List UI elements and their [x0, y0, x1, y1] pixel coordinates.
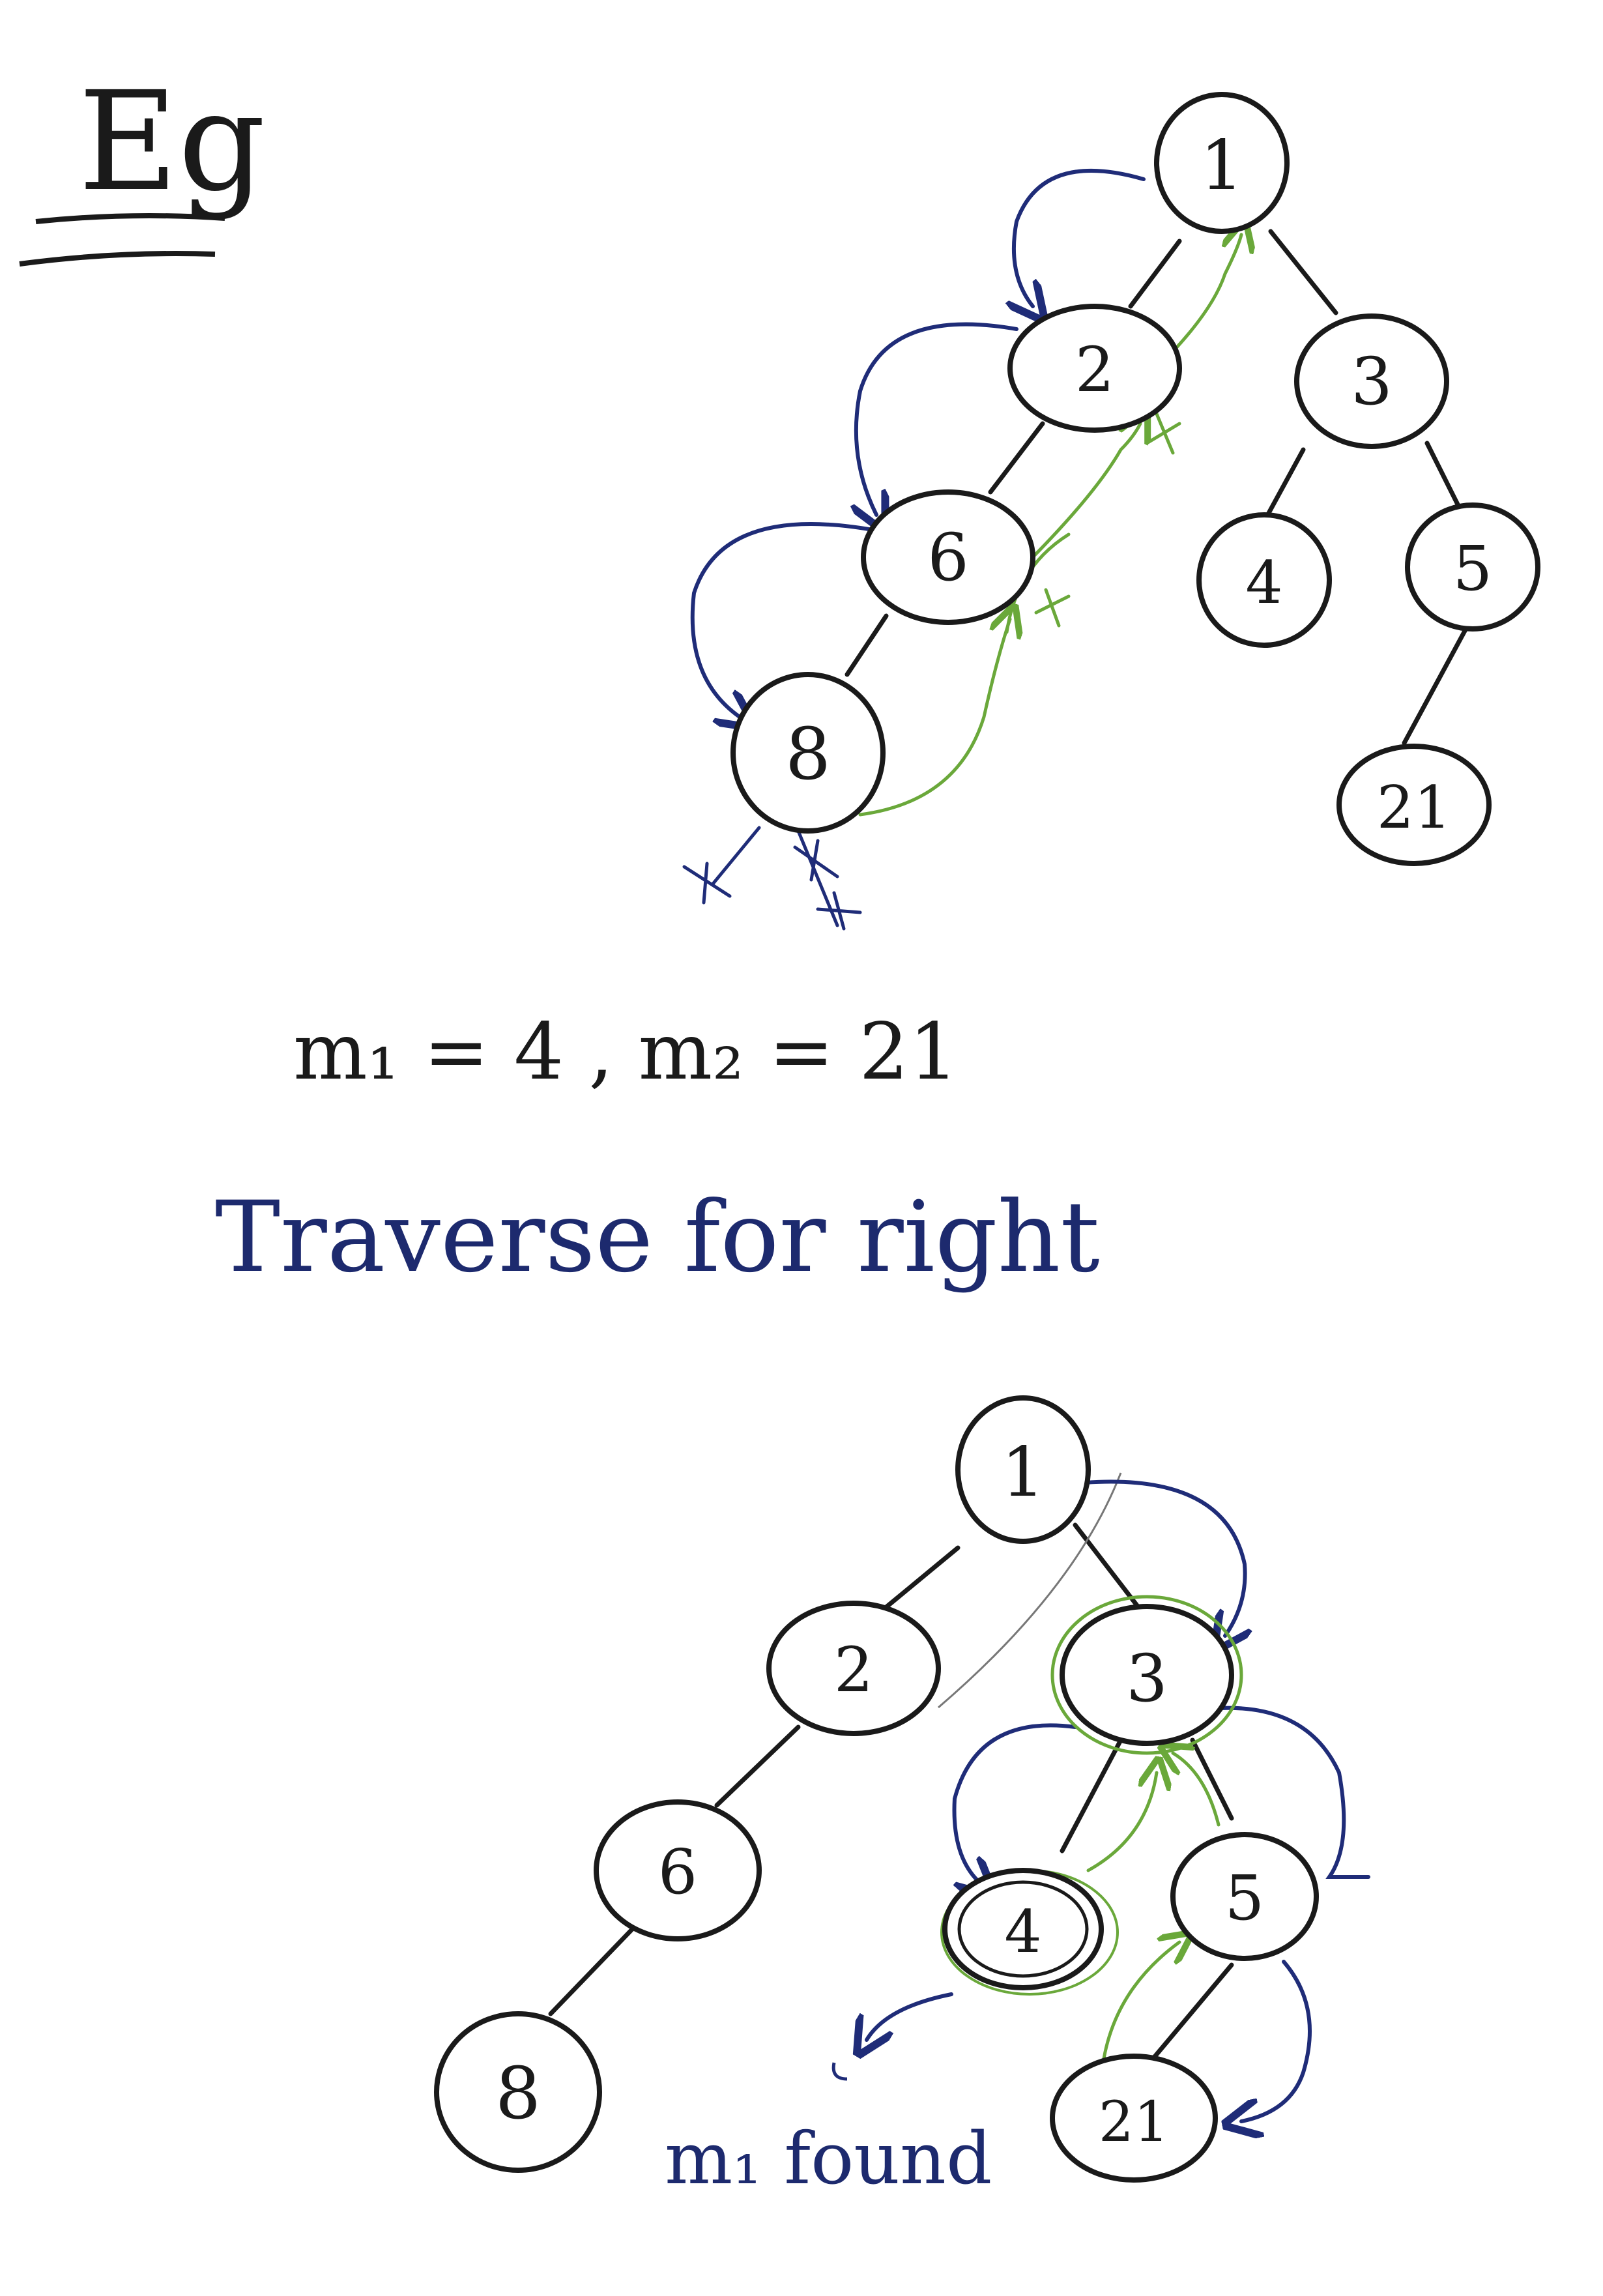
heading-group: Eg — [19, 62, 266, 267]
tree1-null-left — [712, 826, 761, 885]
tree2-node-4: 4 — [942, 1868, 1104, 1990]
tree1-node-2-label: 2 — [1075, 334, 1114, 406]
heading-underline-2 — [19, 251, 216, 267]
tree2-green-scribble-3 — [1050, 1595, 1243, 1755]
tree-2: 1 2 3 6 4 5 8 21 — [434, 1395, 1370, 2183]
tree1-node-3: 3 — [1294, 313, 1449, 449]
found-note-text: m₁ found — [665, 2117, 992, 2200]
tree2-green-arrow-5-3 — [1173, 1753, 1220, 1827]
tree1-edge-1-2 — [1128, 239, 1182, 309]
tree1-x-mark-left — [682, 862, 732, 905]
heading-underline-1 — [35, 213, 225, 224]
tree1-green-arrow-6-2 — [1021, 424, 1140, 569]
tree-1: 1 2 3 6 4 5 8 21 — [682, 92, 1540, 931]
tree2-blue-arrow-3-4 — [952, 1723, 1077, 1883]
tree2-node-1-label: 1 — [1002, 1432, 1045, 1512]
tree1-node-6: 6 — [861, 489, 1035, 625]
tree1-edge-2-6 — [988, 421, 1045, 495]
tree1-x-mark-right — [816, 891, 862, 931]
tree2-node-1: 1 — [955, 1395, 1091, 1544]
tree1-node-1: 1 — [1154, 92, 1290, 234]
tree2-blue-arrow-3-5 — [1191, 1706, 1370, 1879]
tree2-edge-5-21 — [1144, 1962, 1234, 2069]
tree1-node-5-label: 5 — [1453, 533, 1492, 605]
tree2-node-2-label: 2 — [834, 1635, 873, 1706]
tree2-edge-6-8 — [548, 1920, 641, 2016]
tree2-blue-arrow-5-21 — [1241, 1960, 1312, 2121]
tree1-green-arrow-8-6 — [858, 619, 1010, 817]
tree1-green-arrow-2-1 — [1158, 235, 1241, 367]
tree1-blue-arrow-1-2 — [1014, 169, 1146, 306]
tree2-pencil-stroke — [938, 1472, 1122, 1709]
tree1-blue-arrow-6-8 — [690, 522, 882, 717]
tree1-green-x-6 — [1034, 588, 1071, 628]
tree1-node-2: 2 — [1007, 304, 1182, 433]
tree1-edge-3-4 — [1262, 447, 1306, 524]
tree2-blue-arrow-found — [867, 1992, 953, 2040]
tree2-blue-hook — [831, 2062, 848, 2081]
tree1-node-21: 21 — [1336, 744, 1492, 866]
tree1-green-x-2 — [1145, 412, 1181, 455]
tree2-green-arrow-4-3 — [1086, 1773, 1157, 1872]
tree2-node-5: 5 — [1170, 1832, 1319, 1961]
tree2-node-21: 21 — [1050, 2054, 1218, 2183]
equation-text: m₁ = 4 , m₂ = 21 — [293, 1007, 959, 1097]
tree1-edge-6-8 — [845, 613, 889, 677]
tree2-blue-arrow-1-3 — [1083, 1479, 1245, 1636]
tree2-edge-1-3 — [1073, 1522, 1143, 1612]
tree1-node-5: 5 — [1405, 502, 1540, 632]
tree2-edge-1-2 — [880, 1545, 960, 1612]
tree2-edge-3-5 — [1190, 1737, 1234, 1821]
tree1-edge-1-3 — [1268, 229, 1338, 315]
caption-text: Traverse for right — [215, 1181, 1100, 1294]
tree1-node-8: 8 — [730, 672, 886, 834]
tree2-node-3-label: 3 — [1126, 1640, 1168, 1717]
tree2-node-21-label: 21 — [1099, 2090, 1169, 2155]
tree1-x-mark-mid — [793, 839, 839, 882]
tree1-edge-3-5 — [1424, 441, 1462, 511]
tree2-node-8: 8 — [434, 2011, 602, 2173]
tree2-edge-2-6 — [714, 1724, 801, 1808]
tree1-node-3-label: 3 — [1351, 343, 1393, 420]
tree1-node-1-label: 1 — [1200, 126, 1244, 205]
tree1-node-21-label: 21 — [1377, 774, 1452, 842]
tree2-node-4-label: 4 — [1004, 1898, 1041, 1966]
tree1-edge-5-21 — [1402, 620, 1472, 746]
tree2-node-5-label: 5 — [1225, 1863, 1264, 1934]
tree1-node-8-label: 8 — [785, 712, 831, 796]
heading-text: Eg — [78, 62, 266, 222]
tree2-edge-3-4 — [1060, 1737, 1123, 1853]
tree2-node-8-label: 8 — [495, 2052, 541, 2135]
tree1-blue-arrow-2-6 — [856, 322, 1018, 515]
tree2-node-2: 2 — [766, 1601, 941, 1736]
tree1-node-4: 4 — [1196, 512, 1332, 648]
tree1-node-4-label: 4 — [1245, 549, 1282, 617]
tree2-node-6: 6 — [594, 1799, 762, 1941]
tree1-node-6-label: 6 — [927, 519, 969, 596]
tree2-node-6-label: 6 — [658, 1837, 697, 1908]
tree2-node-3: 3 — [1060, 1604, 1234, 1746]
